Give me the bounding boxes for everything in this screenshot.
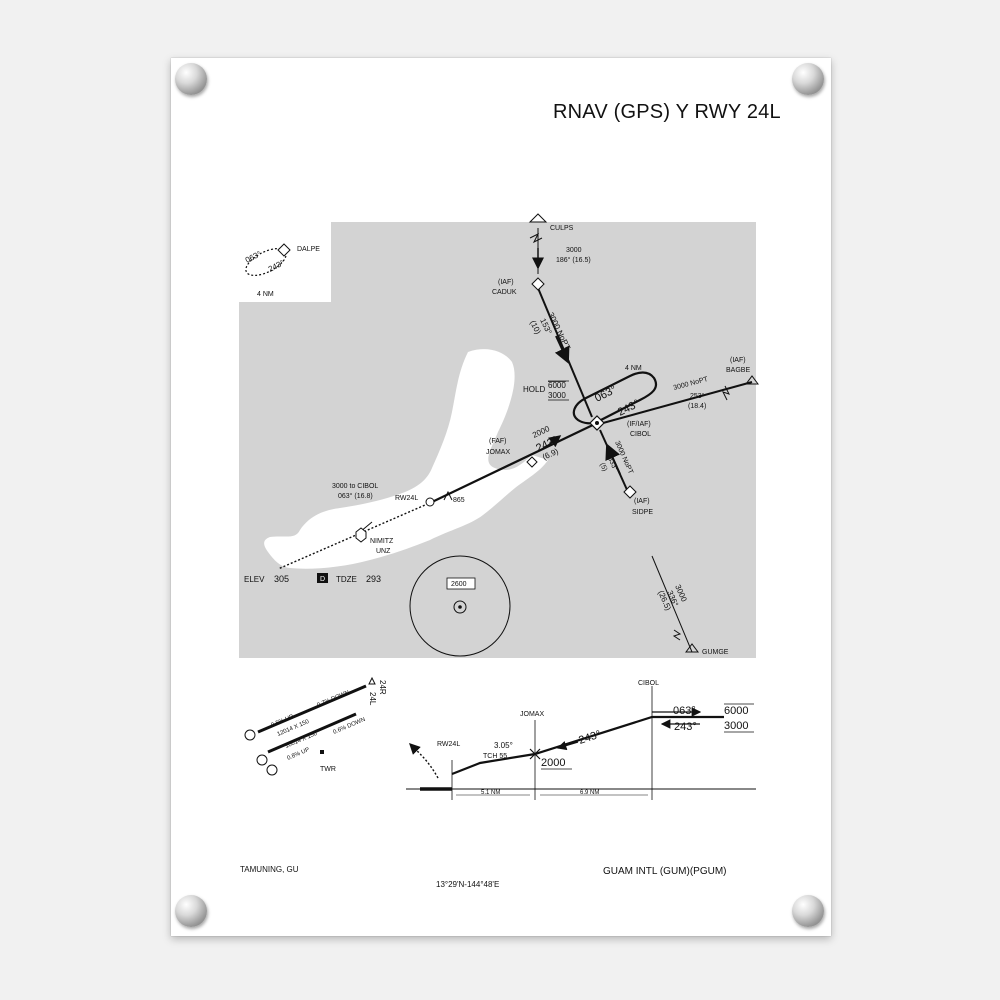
jomax-role: (FAF) [489, 438, 507, 445]
profile-final-alt: 2000 [541, 757, 565, 769]
sketch-runway-24r: 24R [378, 680, 387, 695]
plan-view [239, 213, 759, 658]
mounting-screw-bottom-right [792, 895, 824, 927]
fix-jomax: JOMAX [486, 449, 510, 456]
bagbe-distance: (18.4) [688, 403, 706, 410]
mounting-screw-bottom-left [175, 895, 207, 927]
airport-sketch [244, 676, 376, 776]
inset-leg-distance: 4 NM [257, 291, 274, 298]
profile-final-course: 243° [577, 728, 602, 746]
cibol-role: (IF/IAF) [627, 421, 651, 428]
fix-cibol: CIBOL [630, 431, 651, 438]
fix-caduk: CADUK [492, 289, 517, 296]
profile-jomax: JOMAX [520, 711, 544, 718]
sketch-gradient-4: 0.6% DOWN [332, 717, 366, 736]
hold-min-alt: 3000 [548, 391, 566, 400]
obstacle-elevation: 865 [453, 497, 465, 504]
mounting-screw-top-left [175, 63, 207, 95]
hold-leg-distance: 4 NM [625, 365, 642, 372]
footer-coordinates: 13°29'N-144°48'E [436, 880, 499, 889]
tdze-box-letter: D [320, 576, 325, 583]
culps-course: 186° (16.5) [556, 256, 591, 264]
profile-alt-max: 6000 [724, 705, 748, 717]
profile-distance-2: 6.9 NM [580, 790, 599, 796]
sidpe-role: (IAF) [634, 498, 650, 505]
guam-island [264, 349, 548, 569]
sketch-gradient-3: 0.8% UP [286, 747, 310, 762]
navaid-nimitz: NIMITZ [370, 538, 394, 545]
sketch-tower: TWR [320, 766, 336, 773]
profile-cibol: CIBOL [638, 680, 659, 687]
elev-value: 305 [274, 574, 289, 584]
profile-distance-1: 5.1 NM [481, 790, 500, 796]
tdze-label: TDZE [336, 575, 357, 584]
profile-inbound-course: 243° [674, 721, 697, 733]
profile-glideslope: 3.05° [494, 741, 513, 750]
sketch-runway-24l: 24L [368, 692, 377, 706]
profile-view [406, 686, 756, 800]
msa-circle [409, 555, 511, 657]
fix-culps: CULPS [550, 225, 574, 232]
profile-alt-min: 3000 [724, 720, 748, 732]
procedure-title: RNAV (GPS) Y RWY 24L [553, 101, 781, 123]
fix-gumge: GUMGE [702, 649, 729, 656]
profile-outbound-course: 063° [673, 705, 696, 717]
runway-waypoint: RW24L [395, 495, 418, 502]
msa-altitude: 2600 [451, 581, 467, 588]
bagbe-course: 253° [690, 392, 705, 400]
navaid-unz: UNZ [376, 548, 391, 555]
elev-label: ELEV [244, 575, 265, 584]
sketch-runway-dims-2: 10014 X 150 [284, 731, 318, 750]
inset-fix-name: DALPE [297, 246, 320, 253]
missed-approach-course: 063° (16.8) [338, 492, 373, 500]
hold-label: HOLD [523, 385, 545, 394]
footer-airport: GUAM INTL (GUM)(PGUM) [603, 866, 727, 877]
sketch-gradient-2: 0.7% DOWN [316, 690, 350, 709]
mounting-screw-top-right [792, 63, 824, 95]
bagbe-role: (IAF) [730, 357, 746, 364]
hold-max-alt: 6000 [548, 381, 566, 390]
profile-tch: TCH 55 [483, 753, 507, 760]
tdze-value: 293 [366, 574, 381, 584]
hold-inset-box [239, 222, 331, 302]
culps-altitude: 3000 [566, 247, 582, 254]
profile-rw24l: RW24L [437, 741, 460, 748]
fix-sidpe: SIDPE [632, 509, 653, 516]
fix-bagbe: BAGBE [726, 367, 750, 374]
footer-city: TAMUNING, GU [240, 865, 299, 874]
caduk-role: (IAF) [498, 279, 514, 286]
sidpe-distance: (5) [598, 462, 608, 473]
missed-approach-altitude: 3000 to CIBOL [332, 483, 378, 490]
